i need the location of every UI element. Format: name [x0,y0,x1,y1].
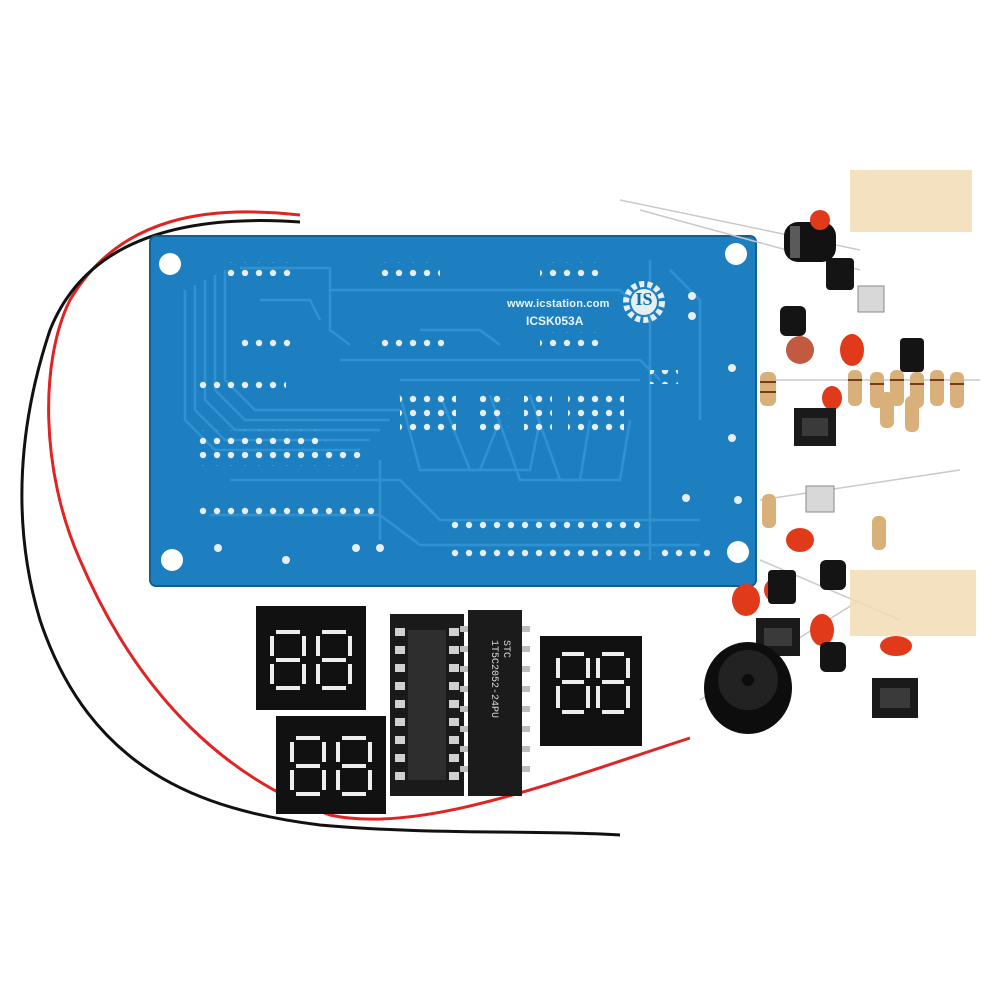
pcb-silkscreen-model: ICSK053A [526,314,584,328]
buzzer [704,642,792,734]
black-wire [20,219,621,837]
seven-segment-display [256,606,366,710]
resistors [760,370,964,550]
icstation-logo [623,281,665,323]
seven-segment-display [540,636,642,746]
microcontroller-chip [460,610,530,796]
push-button [794,408,836,446]
crystal [805,285,885,513]
paper-tape [850,570,976,636]
power-wires [20,210,691,837]
pcb-board [149,235,757,587]
chip-marking-line1: STC [500,640,511,659]
pcb-silkscreen-url: www.icstation.com [507,298,610,310]
transistors [768,258,924,672]
push-button [872,678,918,718]
red-wire [47,210,691,821]
paper-tape [850,170,972,232]
mounting-hole [725,243,747,265]
ic-socket [390,614,464,796]
chip-marking-line2: 1T5C2052-24PU [488,640,499,719]
logo-lettering: IS [635,289,653,309]
component-bundle [619,170,980,734]
mounting-hole [161,549,183,571]
mounting-hole [159,253,181,275]
electrolytic-capacitor [784,222,836,262]
seven-segment-display [276,716,386,814]
solder-pads [196,262,742,564]
mounting-hole [727,541,749,563]
